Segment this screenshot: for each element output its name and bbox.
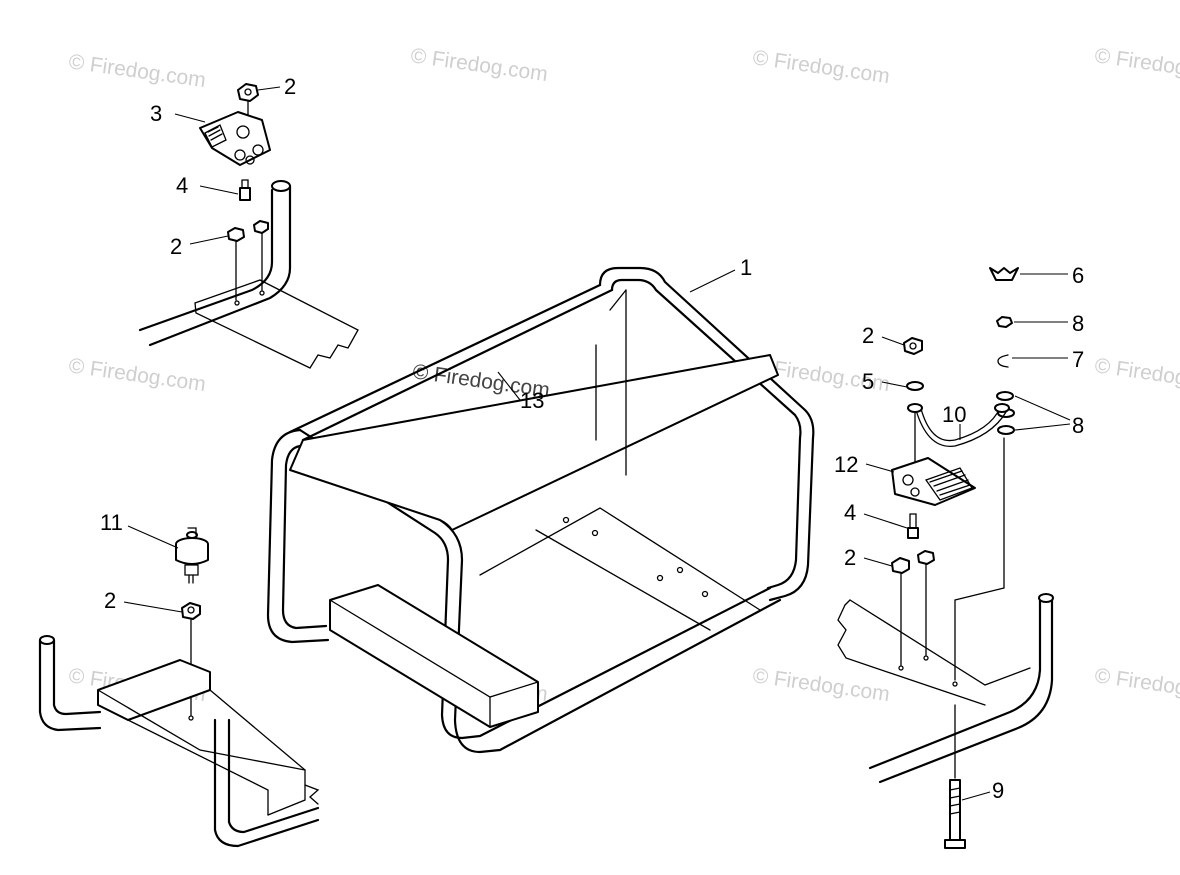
callout-bolt-9: 9 xyxy=(992,778,1004,803)
callout-nut-right: 2 xyxy=(862,323,874,348)
callout-bolt-left: 4 xyxy=(176,173,188,198)
callout-nut-bottom-left: 2 xyxy=(104,588,116,613)
watermark: © Firedog.com xyxy=(751,664,891,706)
bottom-left-detail xyxy=(38,527,320,848)
watermark: © Firedog.com xyxy=(1093,664,1180,706)
watermark: © Firedog.com xyxy=(1093,44,1180,86)
callout-washers-8b: 8 xyxy=(1072,413,1084,438)
callout-bolt-right: 4 xyxy=(844,500,856,525)
watermark: © Firedog.com xyxy=(67,50,207,92)
callout-wing-nut: 6 xyxy=(1072,263,1084,288)
callout-clip-7: 7 xyxy=(1072,347,1084,372)
watermark: © Firedog.com xyxy=(751,46,891,88)
callout-nut-right-low: 2 xyxy=(844,545,856,570)
leader-lines xyxy=(123,86,991,801)
callout-nut-top-left: 2 xyxy=(284,74,296,99)
callout-nut-left-mid: 2 xyxy=(170,234,182,259)
callout-nut-8a: 8 xyxy=(1072,311,1084,336)
watermark: © Firedog.com xyxy=(409,44,549,86)
callout-bracket-left: 3 xyxy=(150,101,162,126)
callout-wire-10: 10 xyxy=(942,402,966,427)
top-left-detail xyxy=(138,83,359,369)
callout-bracket-12: 12 xyxy=(834,452,858,477)
main-frame xyxy=(266,266,815,754)
right-detail xyxy=(837,267,1071,849)
callout-mount-11: 11 xyxy=(100,510,123,535)
callout-washer-5: 5 xyxy=(862,369,874,394)
callout-overlap-13: 13 xyxy=(520,388,544,413)
callout-frame: 1 xyxy=(740,255,752,280)
watermark: © Firedog.com xyxy=(1093,354,1180,396)
watermark: © Firedog.com xyxy=(67,354,207,396)
callout-labels: 2 3 4 2 1 13 11 2 6 8 7 8 2 5 10 12 4 2 … xyxy=(100,74,1084,803)
